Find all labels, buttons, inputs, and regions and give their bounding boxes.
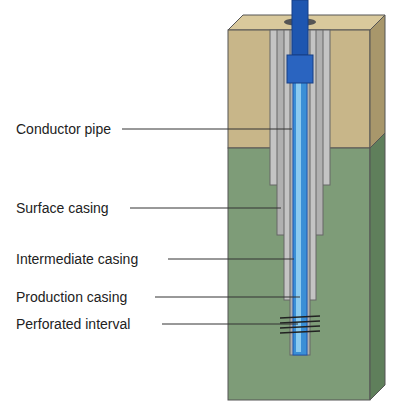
tubing-highlight <box>296 40 301 352</box>
part-label: Conductor pipe <box>16 121 111 137</box>
perforation-line <box>280 326 320 328</box>
perforation-line <box>280 316 320 318</box>
part-label: Perforated interval <box>16 316 130 332</box>
leader-line <box>130 208 281 209</box>
lower-rock-side <box>370 133 385 400</box>
leader-lines <box>122 129 300 324</box>
part-label: Production casing <box>16 289 127 305</box>
leader-line <box>168 259 294 260</box>
leader-line <box>155 297 300 298</box>
surface-pipe <box>292 0 308 55</box>
leader-line <box>162 324 298 325</box>
part-label: Surface casing <box>16 200 109 216</box>
wellhead <box>287 55 313 83</box>
perforation-line <box>280 331 320 333</box>
leader-line <box>122 129 292 130</box>
perforation-line <box>280 321 320 323</box>
part-label: Intermediate casing <box>16 251 138 267</box>
upper-soil-side <box>370 15 385 148</box>
